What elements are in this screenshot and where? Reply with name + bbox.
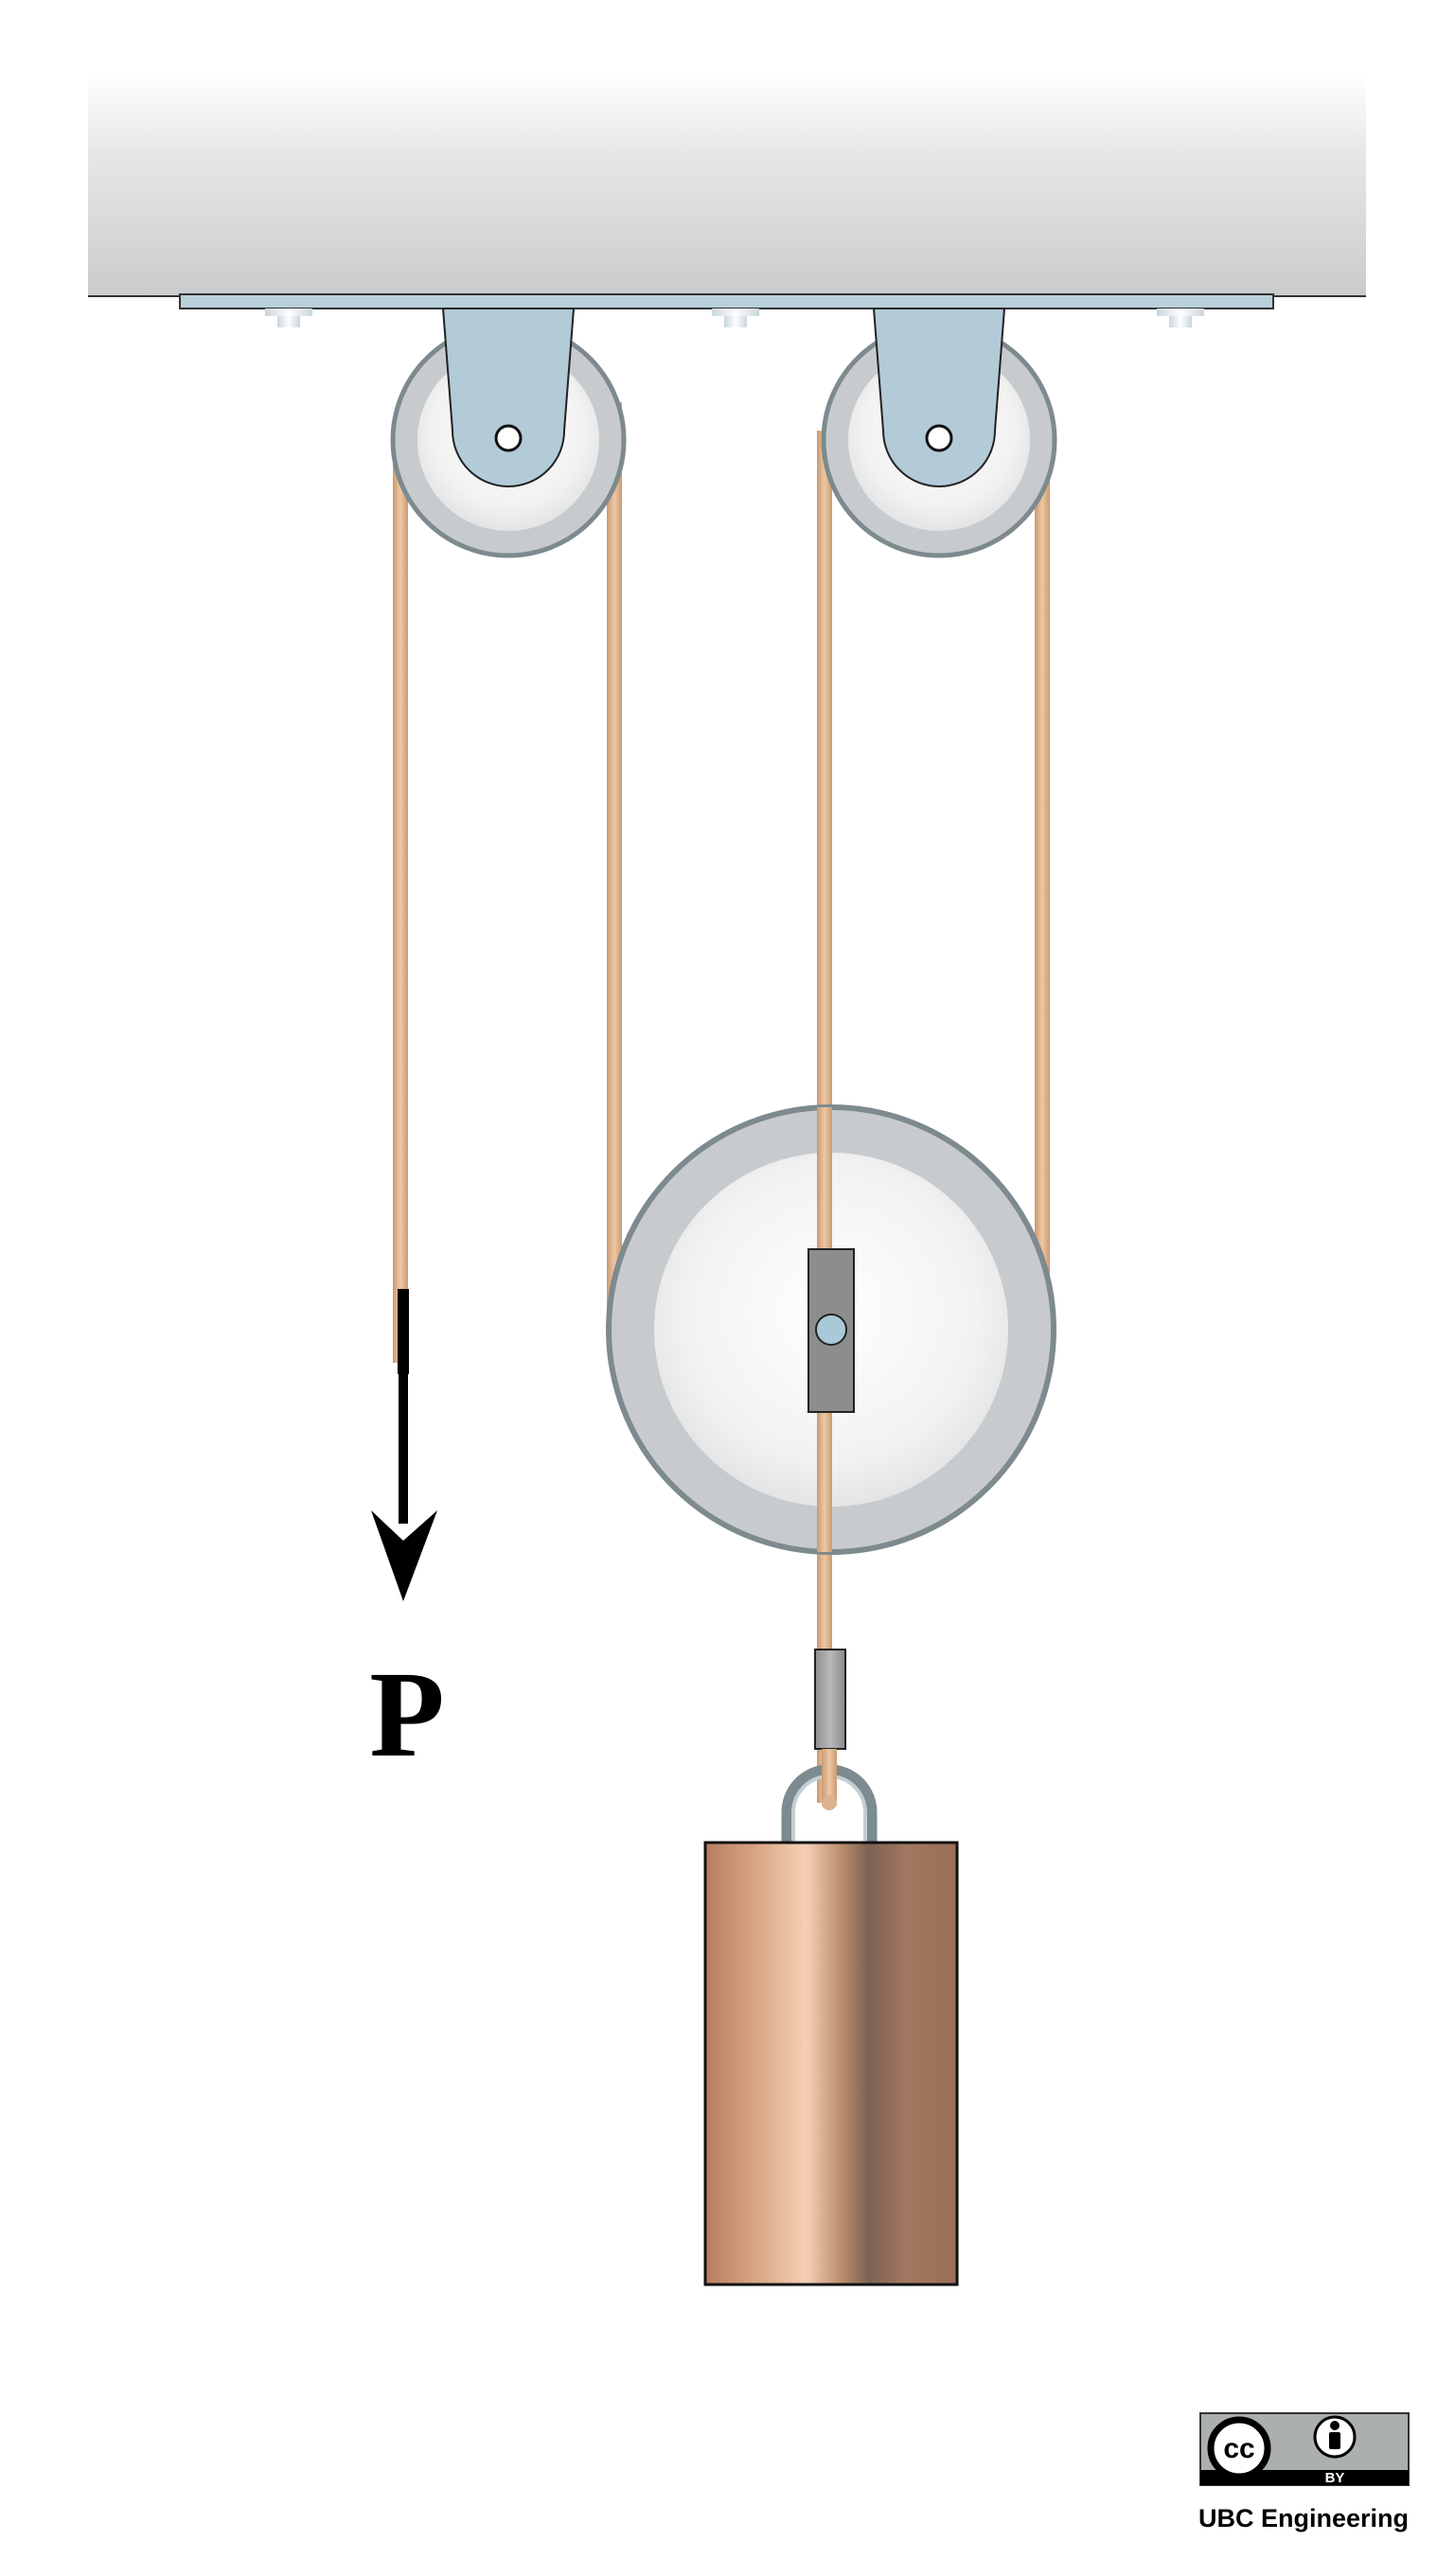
fixed-pulley-left — [390, 308, 627, 558]
movable-pulley — [606, 1104, 1056, 1555]
force-label: P — [369, 1647, 444, 1783]
credit-label: UBC Engineering — [1198, 2504, 1409, 2532]
axle-pin — [494, 424, 523, 452]
hanging-weight — [703, 1841, 959, 2286]
by-text: BY — [1325, 2470, 1345, 2486]
attribution-person-icon — [1313, 2415, 1357, 2459]
mounting-plate — [179, 293, 1274, 309]
bolt-head — [265, 309, 312, 327]
license-badge: cc BY — [1199, 2412, 1410, 2486]
bolt-heads — [265, 309, 1204, 327]
rope-segment-free-end — [393, 445, 408, 1363]
cc-text: cc — [1223, 2433, 1254, 2464]
fixed-pulley-right — [821, 308, 1057, 558]
rope-end — [822, 1749, 837, 1806]
rope-segment-right-outer — [1035, 431, 1050, 1292]
axle-pin — [925, 424, 953, 452]
axle-pin — [815, 1314, 847, 1346]
bolt-head — [712, 309, 759, 327]
force-arrow — [371, 1289, 437, 1601]
ceiling-beam — [88, 76, 1366, 296]
bolt-head — [1157, 309, 1204, 327]
rope-segment-left-inner — [607, 402, 622, 1330]
rope-ferrule — [814, 1649, 846, 1750]
rope — [393, 402, 1050, 1803]
creative-commons-icon: cc — [1207, 2416, 1271, 2480]
pulley-bracket — [441, 308, 576, 487]
pulley-bracket — [872, 308, 1006, 487]
